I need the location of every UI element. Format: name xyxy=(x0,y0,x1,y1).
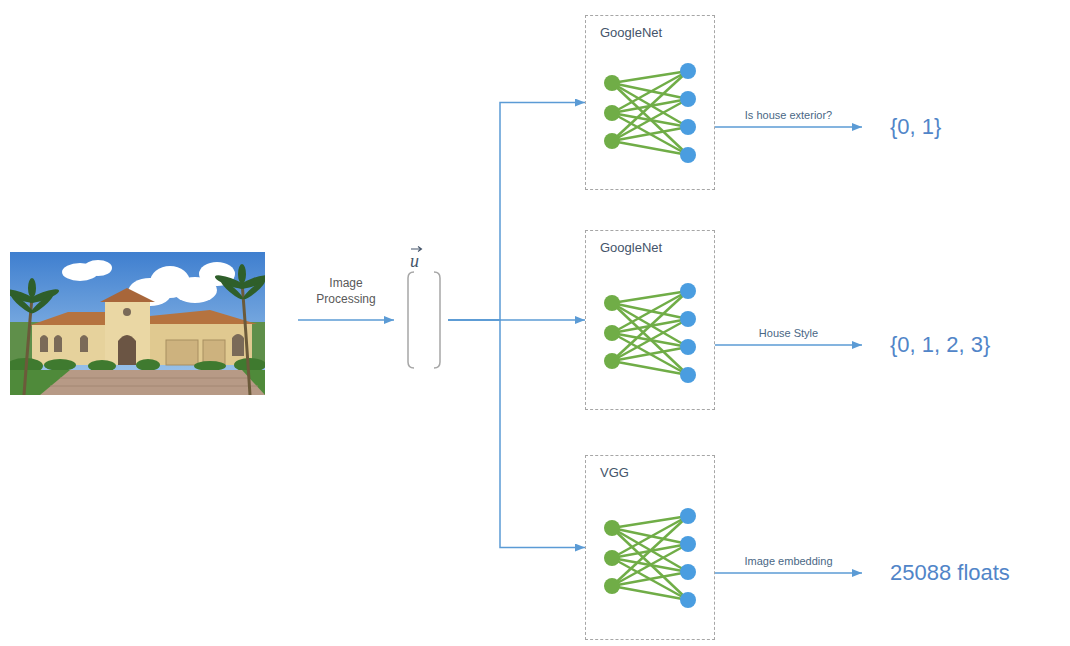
network-icon xyxy=(604,508,696,608)
flow-arrow xyxy=(448,320,585,548)
driveway xyxy=(40,370,265,395)
vector-accent xyxy=(411,247,422,252)
model-box: GoogleNet xyxy=(585,15,715,190)
output-node: {0, 1} xyxy=(862,112,947,142)
flow-arrow xyxy=(715,572,862,574)
edge-label: House Style xyxy=(757,327,820,341)
flow-arrow xyxy=(715,126,862,128)
model-box: VGG xyxy=(585,455,715,640)
network-icon xyxy=(604,63,696,163)
clouds xyxy=(62,260,235,306)
model-box: GoogleNet xyxy=(585,230,715,410)
edge-label: Image embedding xyxy=(742,555,834,569)
model-name: GoogleNet xyxy=(600,240,662,257)
edge-label: Is house exterior? xyxy=(743,109,834,123)
model-name: VGG xyxy=(600,465,629,482)
vector-symbol: u xyxy=(410,252,419,270)
house-photo xyxy=(4,252,271,395)
output-node: {0, 1, 2, 3} xyxy=(862,330,996,360)
processing-arrow xyxy=(298,319,394,321)
palm-trees xyxy=(4,264,271,395)
flow-arrow xyxy=(715,344,862,346)
output-value: 25088 floats xyxy=(890,560,1010,586)
output-value: {0, 1, 2, 3} xyxy=(890,332,990,358)
flow-arrow xyxy=(448,103,585,321)
vector-node: u xyxy=(400,243,448,397)
output-node: 25088 floats xyxy=(862,558,1016,588)
model-name: GoogleNet xyxy=(600,25,662,42)
vector-bracket xyxy=(400,243,448,397)
network-icon xyxy=(604,283,696,383)
output-value: {0, 1} xyxy=(890,114,941,140)
house xyxy=(28,288,257,365)
step-label: Image Processing xyxy=(302,276,390,307)
